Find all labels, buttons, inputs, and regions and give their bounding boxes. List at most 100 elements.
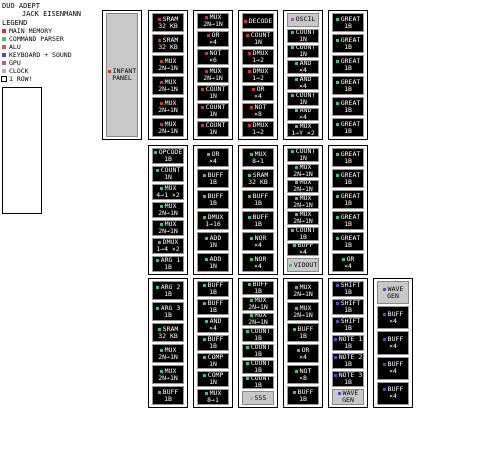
- module-tile[interactable]: NOR×4: [242, 253, 274, 272]
- module-tile[interactable]: AND×4: [287, 107, 319, 122]
- module-tile[interactable]: OR×4: [332, 253, 364, 272]
- module-tile[interactable]: AND×4: [287, 76, 319, 90]
- module-tile[interactable]: OR×4: [197, 148, 229, 167]
- module-tile[interactable]: OR×4: [197, 31, 229, 47]
- module-tile[interactable]: OR×4: [242, 85, 274, 101]
- module-tile[interactable]: NOT×6: [197, 49, 229, 65]
- module-tile[interactable]: BUFF×4: [287, 242, 319, 257]
- module-tile[interactable]: OR×4: [287, 344, 319, 363]
- module-tile[interactable]: NOT×8: [287, 365, 319, 384]
- module-tile[interactable]: BUFF×4: [377, 356, 409, 380]
- module-tile[interactable]: AND×4: [197, 317, 229, 333]
- module-tile[interactable]: 555: [242, 391, 274, 405]
- module-tile[interactable]: OSCIL: [287, 13, 319, 27]
- module-tile[interactable]: NOR×4: [242, 232, 274, 251]
- module-tile[interactable]: BUFF×4: [377, 306, 409, 330]
- module-tile[interactable]: VIDOUT: [287, 258, 319, 272]
- module-tile[interactable]: BUFF×4: [377, 331, 409, 355]
- module-tile[interactable]: NOT×8: [242, 103, 274, 119]
- module-tile[interactable]: AND×4: [287, 60, 319, 74]
- module-tile[interactable]: BUFF×4: [377, 381, 409, 405]
